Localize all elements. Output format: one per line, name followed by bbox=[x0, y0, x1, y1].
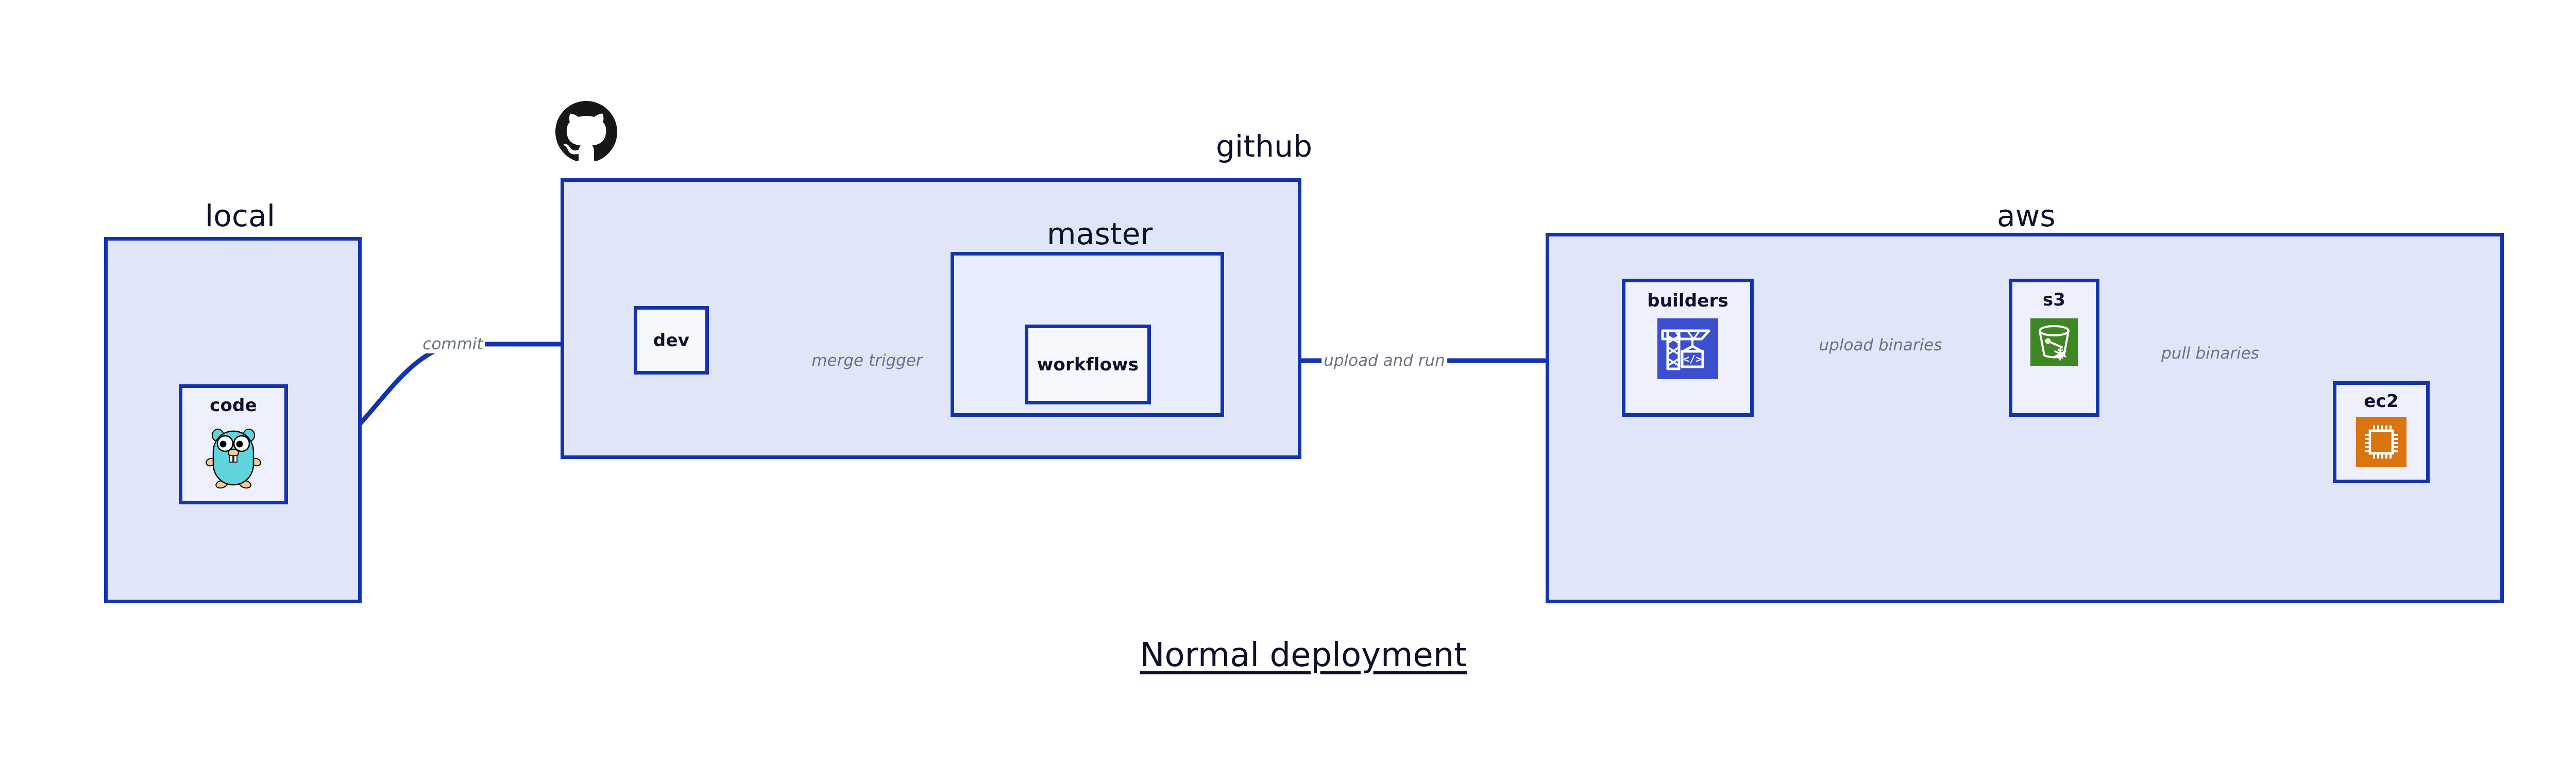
group-label-master: master bbox=[1047, 216, 1153, 251]
node-label-builders: builders bbox=[1647, 291, 1728, 311]
go-gopher-icon bbox=[206, 423, 261, 491]
svg-text:</>: </> bbox=[1683, 353, 1702, 365]
node-dev[interactable]: dev bbox=[634, 306, 709, 375]
node-label-s3: s3 bbox=[2042, 290, 2066, 310]
aws-s3-bucket-icon bbox=[2030, 318, 2078, 368]
node-ec2[interactable]: ec2 bbox=[2333, 381, 2430, 483]
group-label-github: github bbox=[1216, 129, 1313, 164]
node-workflows[interactable]: workflows bbox=[1025, 325, 1151, 404]
node-s3[interactable]: s3 bbox=[2009, 279, 2099, 417]
group-label-aws: aws bbox=[1997, 198, 2056, 233]
edge-label-pull-binaries: pull binaries bbox=[2159, 344, 2261, 363]
node-builders[interactable]: builders bbox=[1622, 279, 1754, 417]
edge-label-commit: commit bbox=[420, 335, 485, 353]
node-label-code: code bbox=[210, 395, 257, 416]
node-label-dev: dev bbox=[653, 330, 690, 351]
edge-label-merge-trigger: merge trigger bbox=[809, 351, 925, 370]
aws-ec2-chip-icon bbox=[2356, 417, 2406, 469]
edge-label-upload-binaries: upload binaries bbox=[1817, 336, 1944, 354]
node-label-workflows: workflows bbox=[1037, 354, 1139, 375]
diagram-title: Normal deployment bbox=[1140, 636, 1467, 674]
group-label-local: local bbox=[205, 198, 276, 233]
github-octocat-logo bbox=[555, 101, 617, 165]
aws-builders-crane-icon: </> bbox=[1657, 318, 1718, 381]
edge-label-upload-and-run: upload and run bbox=[1321, 351, 1447, 370]
node-code[interactable]: code bbox=[179, 384, 288, 504]
node-label-ec2: ec2 bbox=[2364, 391, 2399, 412]
